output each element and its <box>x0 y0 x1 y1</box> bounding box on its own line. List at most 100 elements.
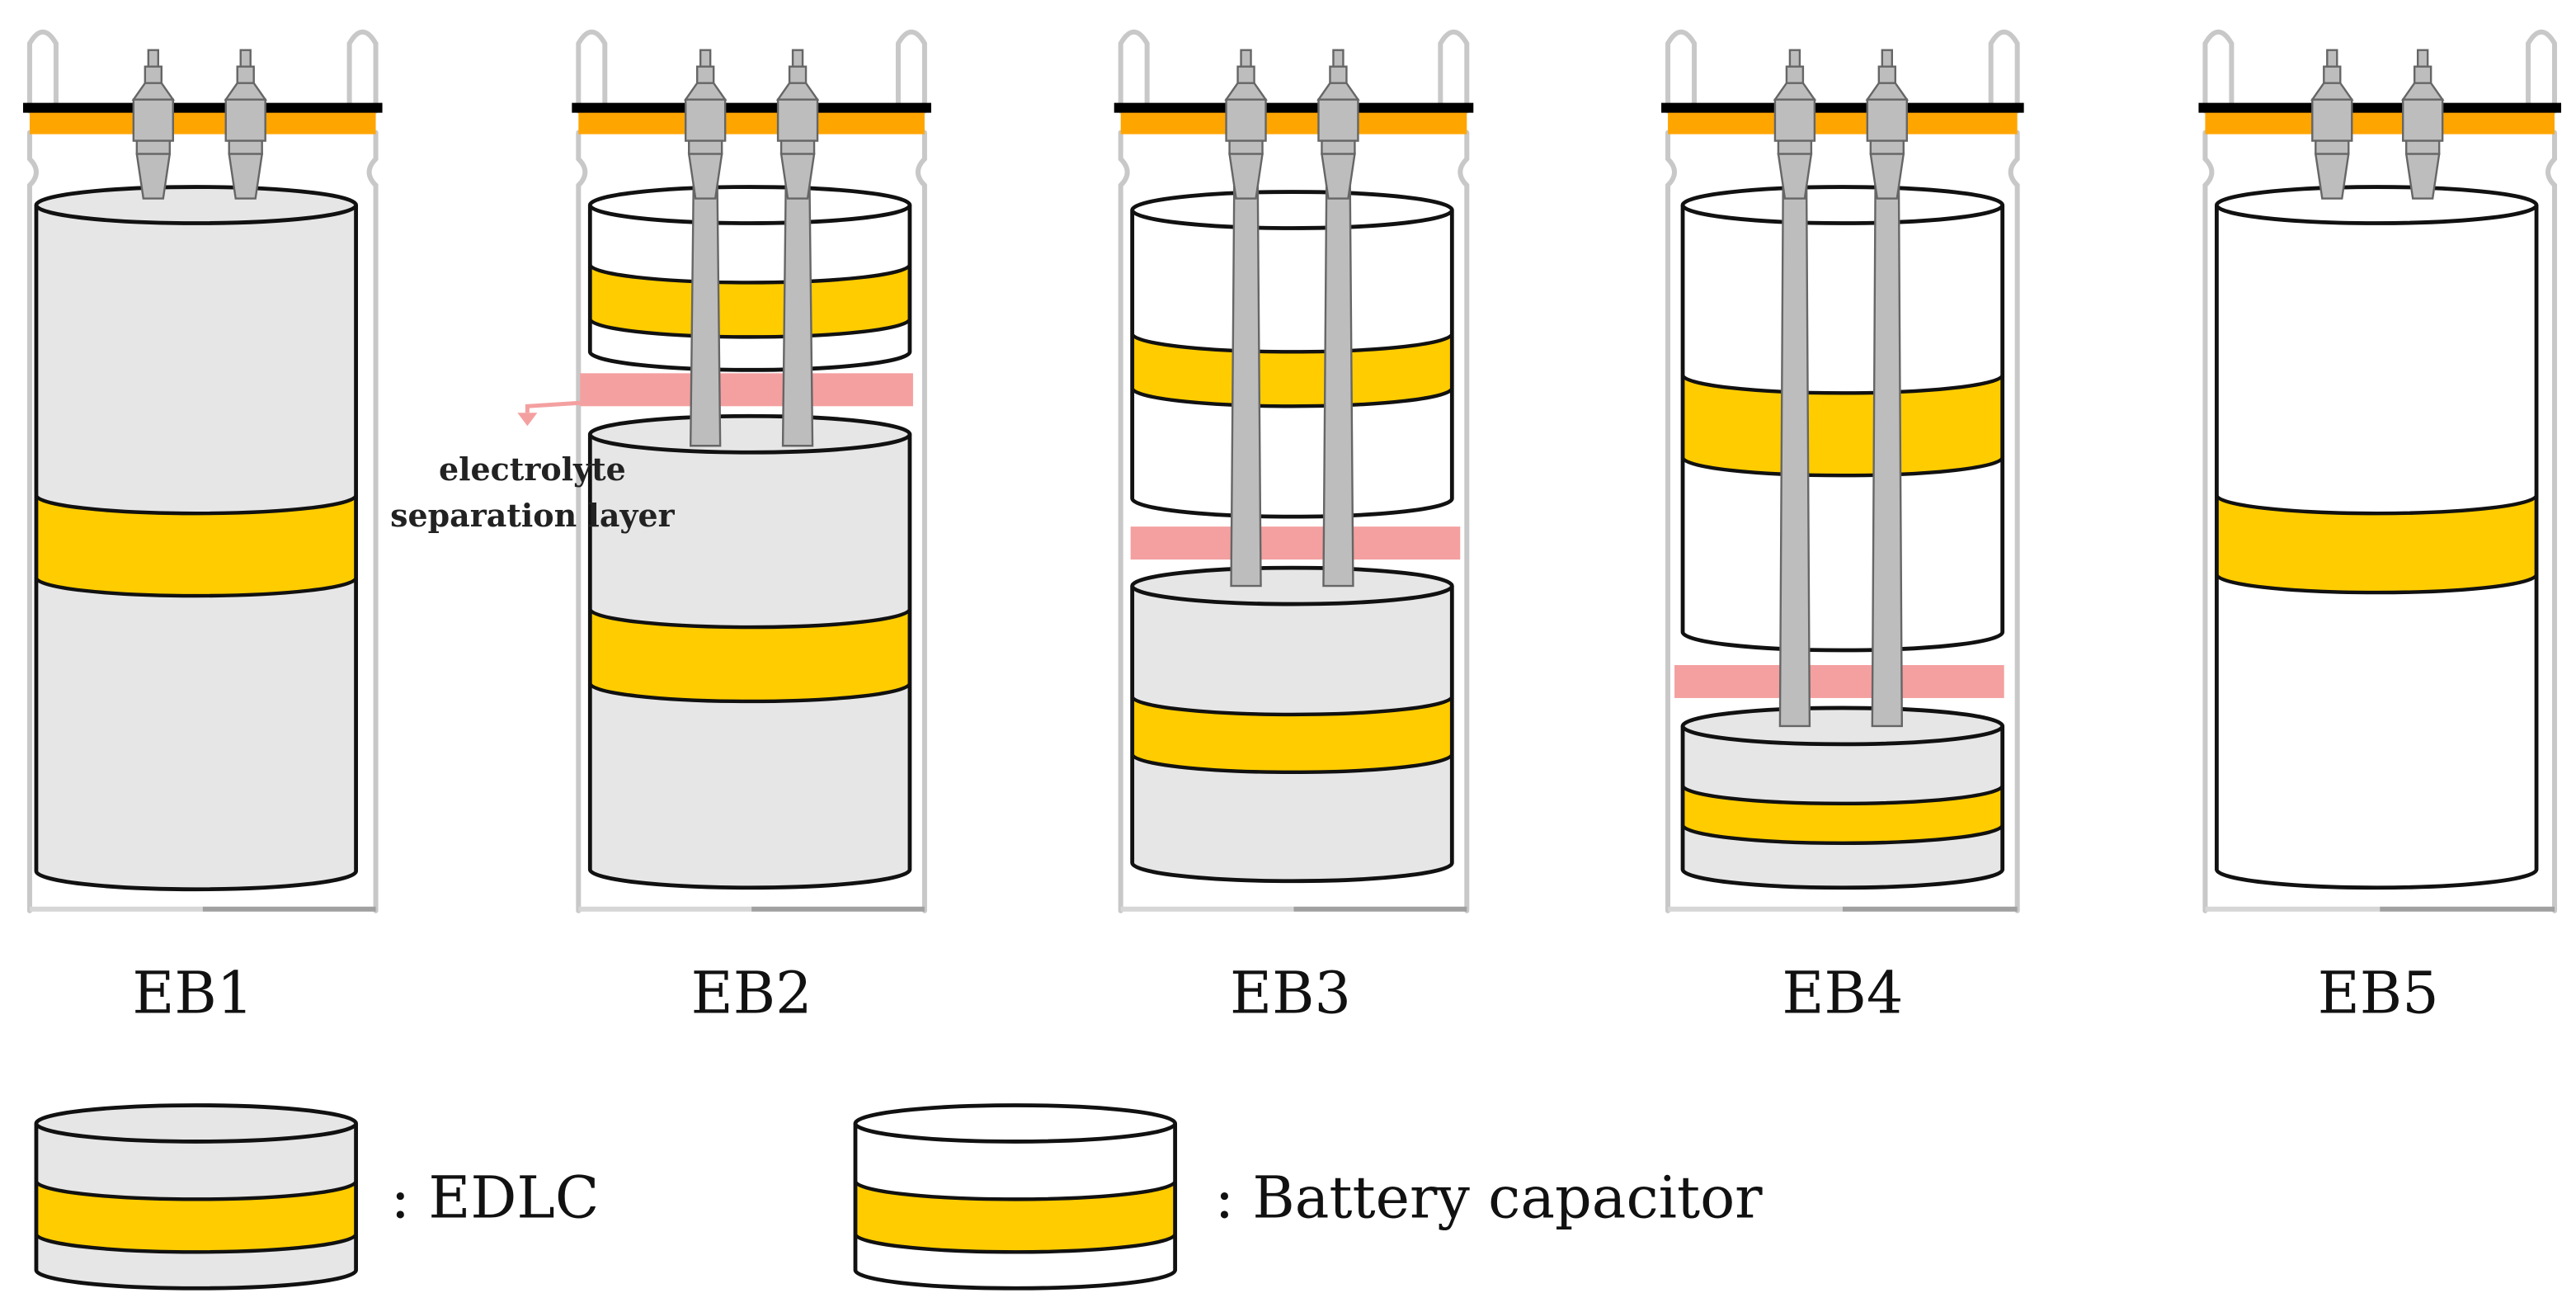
annotation-leader <box>525 400 581 413</box>
terminal-body <box>776 98 819 142</box>
terminal-body <box>1866 98 1908 142</box>
terminal-lead <box>2404 153 2441 200</box>
cylinder-outline <box>1680 725 2005 890</box>
terminal-body <box>1225 98 1267 142</box>
terminal-body <box>685 98 727 142</box>
cylinder-outline <box>2215 205 2539 890</box>
terminal-flare <box>2310 82 2354 101</box>
electrode-band <box>2216 495 2537 593</box>
terminal-lead <box>1869 153 1905 200</box>
electrode-band <box>35 1181 356 1253</box>
electrode-band <box>1132 696 1453 772</box>
cylinder-top <box>1130 190 1454 230</box>
cylinder-outline <box>587 205 912 372</box>
eb5-terminal-right <box>2400 49 2445 200</box>
cylinder-top <box>34 1103 358 1144</box>
band-edge-bottom <box>588 682 912 704</box>
eb4-rod-left <box>1778 153 1811 728</box>
band-edge-top <box>1130 333 1454 354</box>
cylinder-top <box>1680 185 2005 225</box>
eb3-terminal-right <box>1316 49 1360 200</box>
band-edge-top <box>34 494 358 516</box>
eb3-rod-left <box>1230 153 1262 588</box>
terminal-stem <box>2323 65 2342 84</box>
annotation-separation-layer: separation layer <box>390 497 676 534</box>
terminal-stem <box>1329 65 1348 84</box>
band-edge-top <box>2215 494 2539 516</box>
terminal-stem <box>695 65 715 84</box>
band-edge-top <box>1680 374 2004 395</box>
eb3-terminal-left <box>1224 49 1268 200</box>
eb3-can <box>1114 29 1474 913</box>
terminal-flare <box>131 82 176 101</box>
eb1-cell <box>22 29 383 913</box>
lid <box>1668 111 2018 135</box>
terminal-flare <box>775 82 820 101</box>
terminal-collar <box>2404 139 2441 155</box>
electrode-band <box>35 495 356 597</box>
terminal-flare <box>1773 82 1817 101</box>
can-right-wall <box>1438 29 1470 913</box>
lid-top-plate <box>572 102 931 113</box>
terminal-lead <box>135 153 172 200</box>
electrode-band <box>590 264 910 337</box>
annotation-arrowhead <box>517 413 538 427</box>
terminal-lead <box>1321 153 1356 200</box>
cylinder-top <box>34 185 358 225</box>
lid-top-plate <box>1114 102 1474 113</box>
electrode-band <box>855 1181 1175 1253</box>
terminal-body <box>132 98 174 142</box>
can-right-wall <box>895 29 927 913</box>
lid-top-plate <box>22 102 383 113</box>
eb1-can <box>22 29 383 913</box>
terminal-lead <box>2314 153 2350 200</box>
terminal-flare <box>1316 82 1360 101</box>
eb1-edlc <box>34 185 358 892</box>
lid <box>578 111 925 135</box>
can-left-wall <box>576 29 608 913</box>
eb1-terminal-right <box>224 49 267 200</box>
lid-top-plate <box>2198 102 2562 113</box>
terminal-flare <box>1865 82 1910 101</box>
lid-top-plate <box>1661 102 2024 113</box>
terminal-flare <box>224 82 267 101</box>
containers-layer <box>22 29 2562 913</box>
terminal-stem <box>1877 65 1896 84</box>
terminal-stem <box>1785 65 1805 84</box>
cylinder-outline <box>853 1123 1178 1291</box>
cylinder-top <box>1680 706 2005 747</box>
terminal-stem <box>236 65 255 84</box>
eb5-battery <box>2215 185 2539 890</box>
cylinder-outline <box>34 205 358 892</box>
terminal-collar <box>135 139 172 155</box>
band-edge-top <box>588 608 912 630</box>
eb4-label: EB4 <box>1782 960 1903 1027</box>
can-left-wall <box>2202 29 2235 913</box>
eb4-rod-right <box>1871 153 1903 728</box>
electrode-band <box>590 609 910 701</box>
electrode-band <box>1683 375 2003 476</box>
terminal-body <box>2402 98 2444 142</box>
eb2-cell <box>517 29 931 913</box>
terminal-body <box>224 98 266 142</box>
cylinder-outline <box>1680 205 2005 653</box>
terminal-body <box>1317 98 1359 142</box>
eb3-cell <box>1114 29 1474 913</box>
terminal-collar <box>1869 139 1905 155</box>
cylinder-outline <box>587 434 912 890</box>
terminal-collar <box>1228 139 1264 155</box>
band-edge-top <box>1130 696 1454 717</box>
eb2-can <box>572 29 931 913</box>
band-edge-bottom <box>2215 573 2539 595</box>
cylinder-top <box>587 185 912 225</box>
legend-battery-cylinder <box>853 1103 1178 1291</box>
band-edge-bottom <box>34 1233 358 1254</box>
eb2-terminal-right <box>775 49 820 200</box>
terminal-collar <box>687 139 723 155</box>
terminal-body <box>2311 98 2353 142</box>
eb5-can <box>2198 29 2562 913</box>
terminal-collar <box>1321 139 1356 155</box>
eb4-can <box>1661 29 2024 913</box>
can-right-wall <box>346 29 379 913</box>
